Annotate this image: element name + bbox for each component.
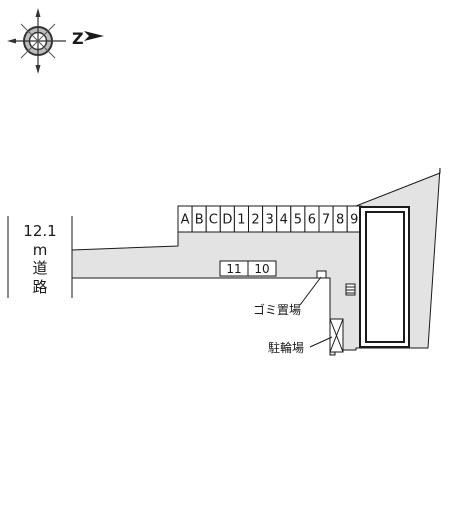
parking-space-label: 11 xyxy=(226,262,241,276)
parking-space-label: C xyxy=(209,213,218,228)
parking-space-label: B xyxy=(195,213,204,228)
parking-space-label: 10 xyxy=(254,262,269,276)
garbage-storage xyxy=(316,270,327,279)
road-width-value: 12.1 xyxy=(23,222,56,240)
building-inner xyxy=(365,211,405,343)
parking-space-label: A xyxy=(181,213,190,228)
road-label-char-2: 路 xyxy=(32,278,47,296)
parking-space-label: 1 xyxy=(237,213,245,228)
garbage-leader-line xyxy=(299,276,322,306)
north-arrow-icon xyxy=(84,31,104,41)
parking-space xyxy=(247,260,277,277)
parking-space-label: 5 xyxy=(294,213,302,228)
parking-row-lower: 11 10 xyxy=(219,260,277,277)
parking-space-label: 4 xyxy=(280,213,288,228)
parking-space-label: 2 xyxy=(251,213,259,228)
parking-space-label: 9 xyxy=(350,213,358,228)
bicycle-leader-line xyxy=(309,336,333,348)
road-width-unit: m xyxy=(33,241,48,259)
bicycle-parking-label: 駐輪場 xyxy=(268,340,304,355)
parking-space-label: 3 xyxy=(266,213,274,228)
parking-space-label: D xyxy=(222,213,232,228)
parking-space-label: 6 xyxy=(308,213,316,228)
garbage-storage-label: ゴミ置場 xyxy=(253,302,301,317)
parking-space-label: 8 xyxy=(336,213,344,228)
compass-north-letter: Z xyxy=(72,29,84,48)
compass-rose-icon xyxy=(7,8,66,74)
parking-space-label: 7 xyxy=(322,213,330,228)
road-label-char-1: 道 xyxy=(32,259,47,277)
